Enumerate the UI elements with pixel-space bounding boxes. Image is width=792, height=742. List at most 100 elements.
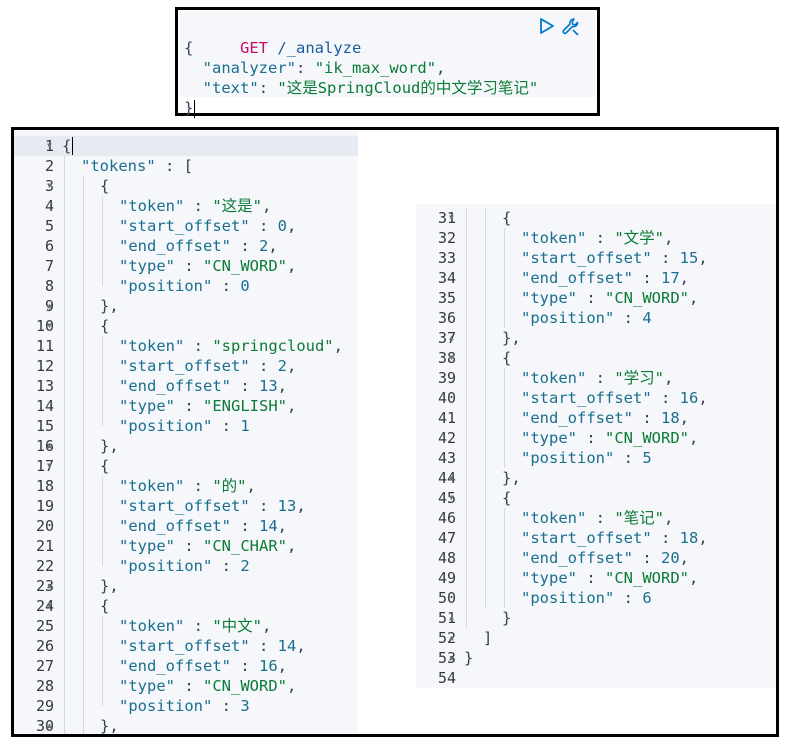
punctuation: : <box>230 237 259 255</box>
line-number: 24 <box>35 597 54 615</box>
fold-expand-icon[interactable]: ▲ <box>47 581 52 590</box>
punctuation: : <box>586 369 615 387</box>
punctuation: , <box>698 529 708 547</box>
code-line: 39"token" : "学习", <box>416 368 756 388</box>
wrench-icon[interactable] <box>561 17 581 37</box>
fold-expand-icon[interactable]: ▲ <box>47 441 52 450</box>
json-key: "end_offset" <box>521 269 633 287</box>
fold-expand-icon[interactable]: ▲ <box>47 301 52 310</box>
response-column-left[interactable]: 1▼{2"tokens" : [3▼{4"token" : "这是",5"sta… <box>14 130 358 734</box>
line-number: 13 <box>35 377 54 395</box>
brace: { <box>184 39 194 57</box>
json-string-value: "ENGLISH" <box>203 397 287 415</box>
code-line: 20"end_offset" : 14, <box>14 516 354 536</box>
json-string-value: "CN_CHAR" <box>203 537 287 555</box>
punctuation: { <box>100 317 110 335</box>
json-key: "token" <box>119 337 185 355</box>
punctuation: : <box>230 377 259 395</box>
code-line: 52▲] <box>416 628 756 648</box>
punctuation: : <box>212 277 241 295</box>
line-number: 18 <box>35 477 54 495</box>
response-column-right[interactable]: 31▼{32"token" : "文学",33"start_offset" : … <box>416 204 776 688</box>
punctuation: : <box>175 677 203 695</box>
code-text: } <box>502 608 511 628</box>
punctuation: , <box>277 657 287 675</box>
fold-collapse-icon[interactable]: ▼ <box>47 181 52 190</box>
code-text: "type" : "CN_WORD", <box>521 568 698 588</box>
code-line: 44▲}, <box>416 468 756 488</box>
punctuation: : <box>651 389 680 407</box>
fold-expand-icon[interactable]: ▲ <box>47 721 52 730</box>
json-key: "end_offset" <box>521 549 633 567</box>
fold-expand-icon[interactable]: ▲ <box>449 333 454 342</box>
fold-collapse-icon[interactable]: ▼ <box>47 321 52 330</box>
request-editor[interactable]: GET /_analyze { "analyzer": "ik_max_word… <box>175 7 600 118</box>
code-text: { <box>502 348 511 368</box>
fold-collapse-icon[interactable]: ▼ <box>47 141 52 150</box>
fold-collapse-icon[interactable]: ▼ <box>47 461 52 470</box>
json-string-value: "CN_WORD" <box>605 429 689 447</box>
request-value: "这是SpringCloud的中文学习笔记" <box>277 79 539 97</box>
json-number-value: 2 <box>240 557 250 575</box>
code-line: 50"position" : 6 <box>416 588 756 608</box>
code-text: "position" : 2 <box>119 556 250 576</box>
line-number: 51 <box>437 609 456 627</box>
json-key: "start_offset" <box>521 529 652 547</box>
line-number: 47 <box>437 529 456 547</box>
code-text: "token" : "文学", <box>521 228 673 248</box>
punctuation: : <box>212 557 241 575</box>
response-viewer[interactable]: 1▼{2"tokens" : [3▼{4"token" : "这是",5"sta… <box>11 127 779 737</box>
json-key: "type" <box>119 537 175 555</box>
punctuation: , <box>689 289 699 307</box>
punctuation: }, <box>100 717 119 734</box>
code-line: 43"position" : 5 <box>416 448 756 468</box>
punctuation: : <box>614 309 643 327</box>
code-line: 51▲} <box>416 608 756 628</box>
json-string-value: "这是" <box>212 197 262 215</box>
code-line: 19"start_offset" : 13, <box>14 496 354 516</box>
code-text: "start_offset" : 0, <box>119 216 296 236</box>
code-text: { <box>100 596 109 616</box>
text-cursor <box>194 100 195 118</box>
play-icon[interactable] <box>539 17 555 37</box>
json-key: "start_offset" <box>119 217 250 235</box>
punctuation: , <box>287 257 297 275</box>
punctuation: , <box>287 677 297 695</box>
code-line: 2"tokens" : [ <box>14 156 354 176</box>
fold-expand-icon[interactable]: ▲ <box>449 653 454 662</box>
fold-expand-icon[interactable]: ▲ <box>449 633 454 642</box>
json-number-value: 1 <box>240 417 250 435</box>
fold-expand-icon[interactable]: ▲ <box>449 613 454 622</box>
json-key: "position" <box>119 277 213 295</box>
json-key: "position" <box>119 557 213 575</box>
punctuation: : [ <box>155 157 193 175</box>
json-string-value: "笔记" <box>614 509 664 527</box>
code-text: "start_offset" : 2, <box>119 356 296 376</box>
indent-guide <box>83 176 84 734</box>
indent-guide <box>504 368 505 468</box>
code-line: 21"type" : "CN_CHAR", <box>14 536 354 556</box>
line-number: 42 <box>437 429 456 447</box>
request-panel[interactable]: GET /_analyze { "analyzer": "ik_max_word… <box>180 12 595 118</box>
code-text: }, <box>100 716 119 734</box>
fold-expand-icon[interactable]: ▲ <box>449 473 454 482</box>
fold-collapse-icon[interactable]: ▼ <box>449 493 454 502</box>
code-text: "token" : "这是", <box>119 196 271 216</box>
json-key: "type" <box>119 397 175 415</box>
code-line: 8"position" : 0 <box>14 276 354 296</box>
fold-collapse-icon[interactable]: ▼ <box>449 353 454 362</box>
line-number: 25 <box>35 617 54 635</box>
punctuation: { <box>502 489 512 507</box>
line-number: 23 <box>35 577 54 595</box>
fold-collapse-icon[interactable]: ▼ <box>47 601 52 610</box>
code-line: 11"token" : "springcloud", <box>14 336 354 356</box>
code-text: "end_offset" : 2, <box>119 236 278 256</box>
code-line: 31▼{ <box>416 208 756 228</box>
code-text: }, <box>100 436 119 456</box>
fold-collapse-icon[interactable]: ▼ <box>449 213 454 222</box>
json-string-value: "学习" <box>614 369 664 387</box>
json-number-value: 18 <box>660 409 680 427</box>
code-line: 42"type" : "CN_WORD", <box>416 428 756 448</box>
line-number: 54 <box>437 669 456 687</box>
punctuation: : <box>184 477 213 495</box>
